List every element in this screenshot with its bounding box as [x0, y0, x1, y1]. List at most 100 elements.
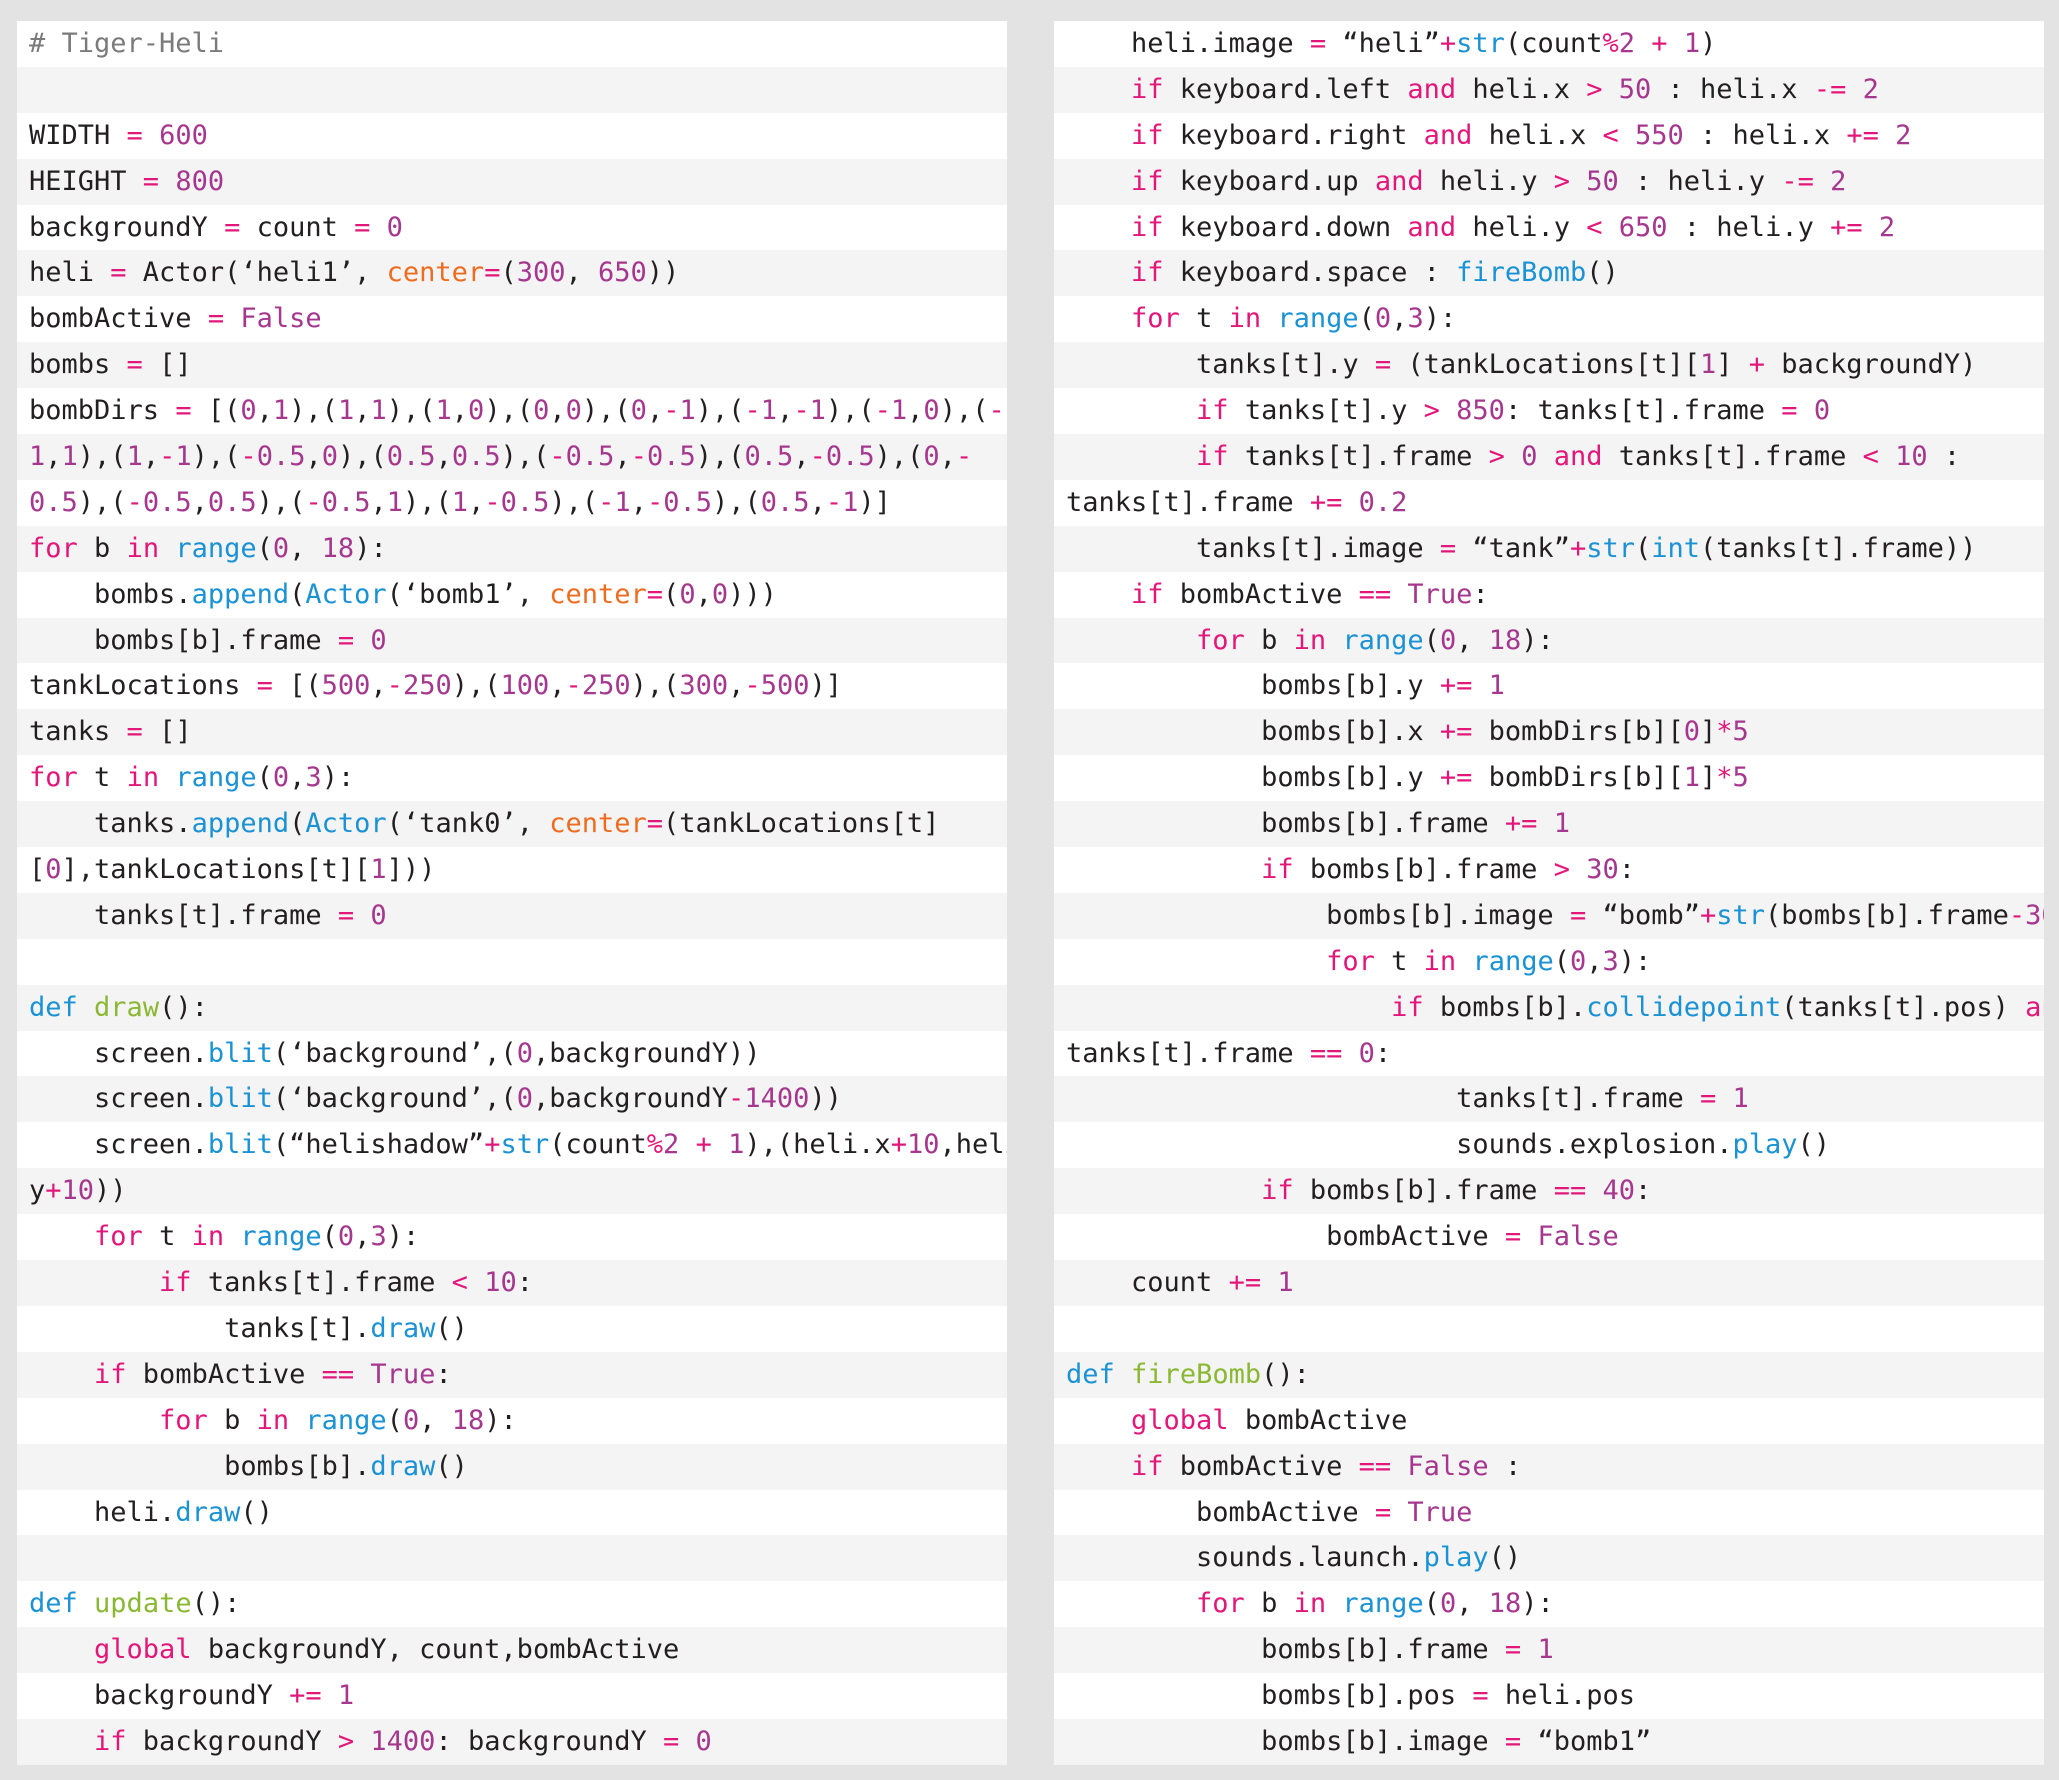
- code-token: ),(: [825, 395, 875, 427]
- code-token: =: [1504, 1725, 1522, 1757]
- code-token: HEIGHT: [29, 165, 143, 197]
- code-token: ),(: [77, 441, 127, 473]
- code-token: =: [646, 808, 664, 840]
- code-token: draw: [175, 1496, 241, 1528]
- code-token: heli.image: [1131, 28, 1310, 59]
- code-token: +=: [1228, 1267, 1262, 1299]
- code-token: -: [565, 670, 582, 702]
- code-token: =: [256, 670, 273, 702]
- code-line: if tanks[t].frame < 10:: [17, 1260, 1007, 1306]
- code-token: %: [646, 1129, 664, 1161]
- code-token: if: [1131, 73, 1164, 105]
- code-token: ==: [1358, 1450, 1392, 1482]
- code-token: =: [1472, 1680, 1489, 1712]
- code-token: 0.5: [565, 441, 615, 473]
- code-token: 1: [175, 441, 192, 473]
- code-token: 0.5: [663, 486, 712, 518]
- code-token: [224, 303, 240, 334]
- code-line: bombActive = True: [1054, 1489, 2044, 1536]
- code-token: ),(: [581, 395, 631, 427]
- code-token: -: [663, 395, 680, 427]
- code-token: fireBomb: [1456, 257, 1587, 289]
- code-token: screen.: [94, 1129, 208, 1161]
- code-token: :: [1488, 1450, 1522, 1482]
- code-token: def: [29, 991, 78, 1023]
- code-token: [1570, 854, 1586, 885]
- code-token: 1: [760, 395, 778, 427]
- code-token: ])): [386, 854, 436, 886]
- code-token: [1326, 1588, 1342, 1619]
- code-token: -: [126, 486, 143, 518]
- code-token: ,: [468, 486, 485, 518]
- code-token: Actor: [305, 808, 387, 840]
- code-token: bombDirs: [29, 395, 176, 427]
- code-token: ,: [435, 441, 452, 473]
- code-token: count: [240, 211, 355, 243]
- code-line: for t in range(0,3):: [1054, 938, 2044, 985]
- code-token: center: [549, 808, 647, 840]
- code-token: 1: [679, 395, 696, 427]
- code-token: and: [1407, 211, 1457, 243]
- code-line: HEIGHT = 800: [17, 158, 1007, 205]
- code-token: range: [1342, 1588, 1424, 1620]
- code-token: keyboard.right: [1163, 119, 1424, 151]
- code-token: [1570, 166, 1586, 197]
- code-token: 1: [809, 395, 826, 427]
- code-token: b: [1244, 624, 1294, 656]
- code-token: ,: [630, 486, 647, 518]
- code-line: [0],tankLocations[t][1])): [17, 847, 1007, 893]
- code-line: def fireBomb():: [1054, 1351, 2044, 1398]
- code-line: def update():: [17, 1581, 1007, 1628]
- code-token: global: [1131, 1404, 1229, 1436]
- code-token: +: [1439, 28, 1457, 59]
- code-token: 0: [630, 395, 647, 427]
- code-token: ,: [354, 1221, 371, 1253]
- code-token: [1879, 120, 1895, 151]
- code-token: Actor(‘heli1’,: [126, 257, 387, 289]
- code-token: bombs[b].frame: [94, 624, 338, 656]
- code-line: bombs[b].image = “bomb”+str(bombs[b].fra…: [1054, 892, 2044, 939]
- code-token: range: [1472, 945, 1554, 977]
- code-token: -: [744, 670, 761, 702]
- code-token: ,heli.: [939, 1129, 1007, 1161]
- code-token: ,: [695, 578, 712, 610]
- code-indent: [1066, 1634, 1261, 1665]
- code-token: ),(: [256, 486, 306, 518]
- code-token: 2: [663, 1129, 680, 1161]
- code-token: ,backgroundY)): [532, 1037, 761, 1069]
- code-token: [1537, 808, 1553, 839]
- code-indent: [1066, 854, 1261, 885]
- code-token: 30: [1586, 854, 1619, 886]
- code-token: center: [549, 578, 647, 610]
- code-indent: [1066, 395, 1196, 426]
- code-token: ,: [939, 441, 956, 473]
- code-token: (: [1553, 945, 1570, 977]
- code-token: [1456, 946, 1472, 977]
- code-token: :: [435, 1358, 452, 1390]
- code-token: if: [1196, 395, 1229, 427]
- code-token: =: [142, 165, 160, 197]
- code-token: “bomb”: [1586, 899, 1700, 931]
- code-token: in: [126, 762, 160, 794]
- code-token: fireBomb: [1131, 1358, 1262, 1390]
- code-token: (: [256, 762, 273, 794]
- code-token: [1814, 166, 1830, 197]
- code-indent: [29, 1359, 94, 1390]
- code-token: [679, 1129, 695, 1160]
- code-token: blit: [207, 1129, 273, 1161]
- code-indent: [1066, 1129, 1456, 1160]
- code-token: [1798, 395, 1814, 426]
- code-line: if keyboard.up and heli.y > 50 : heli.y …: [1054, 158, 2044, 205]
- code-indent: [1066, 808, 1261, 839]
- code-token: (: [500, 257, 517, 289]
- code-token: =: [484, 257, 501, 289]
- code-token: ,: [451, 395, 469, 427]
- code-token: =: [110, 257, 127, 289]
- code-line: [17, 66, 1007, 113]
- code-token: 50: [1586, 165, 1619, 197]
- code-token: ,: [549, 395, 566, 427]
- code-indent: [29, 900, 94, 931]
- code-indent: [1066, 533, 1196, 564]
- code-token: [1619, 120, 1635, 151]
- code-indent: [29, 1083, 94, 1114]
